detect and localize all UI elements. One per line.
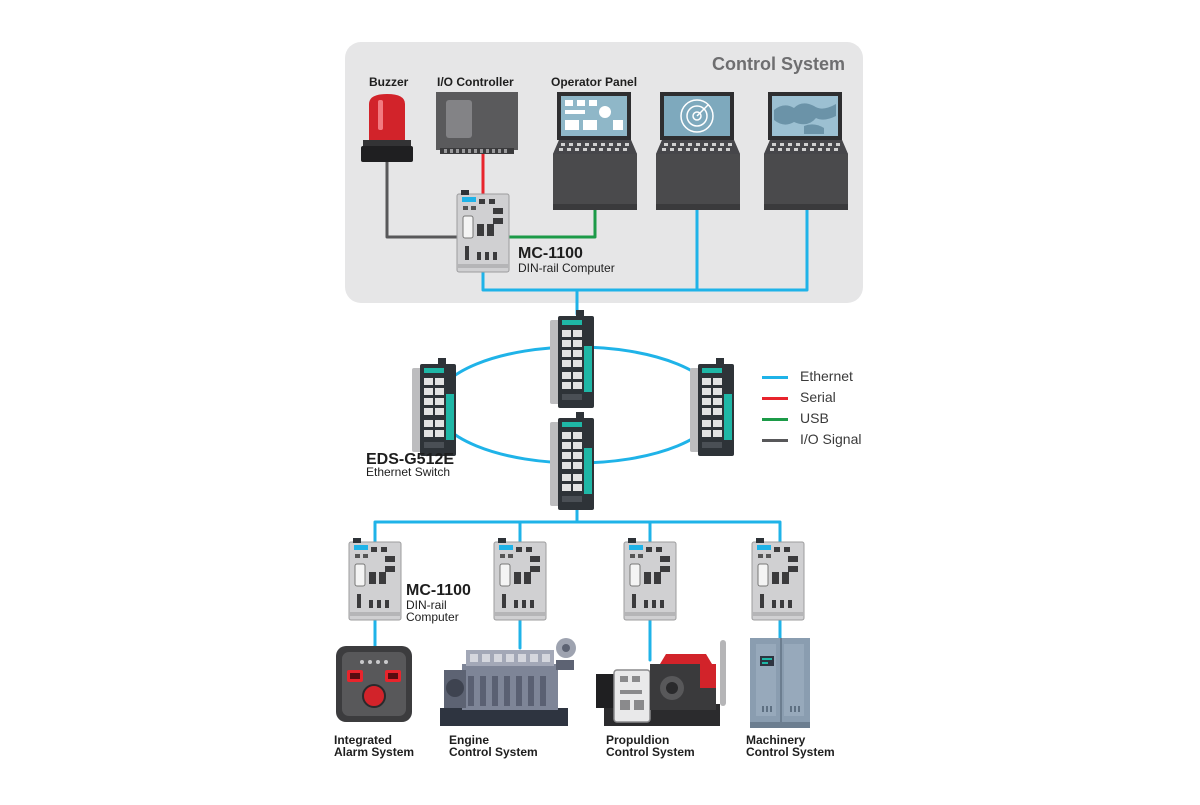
operator-panel-icon [553,92,637,210]
mc-lower-sub2: Computer [406,610,459,624]
legend-label-io-signal: I/O Signal [800,431,862,447]
operator-panel-label: Operator Panel [551,75,638,89]
mc-1100-alarm-icon [348,537,402,621]
system-label-machinery-2: Control System [746,745,835,759]
legend-swatch-io-signal [762,439,788,442]
propulsion-unit-icon [596,640,726,726]
legend-label-usb: USB [800,410,829,426]
control-system-title: Control System [711,54,845,74]
buzzer-icon [361,94,413,162]
legend-swatch-serial [762,397,788,400]
switch-right [690,358,734,456]
map-console-icon [764,92,848,210]
mc-lower-name: MC-1100 [406,582,471,599]
legend-label-serial: Serial [800,389,836,405]
mc-control-sub: DIN-rail Computer [518,261,615,275]
switch-sub: Ethernet Switch [366,465,451,479]
system-label-propulsion-1: Propuldion [606,733,670,747]
system-label-engine-1: Engine [449,733,490,747]
mc-lower-sub1: DIN-rail [406,598,447,612]
switch-name: EDS-G512E [366,451,455,468]
switch-left [412,358,456,456]
system-label-alarm-2: Alarm System [334,745,415,759]
legend-swatch-ethernet [762,376,788,379]
mc-1100-propulsion-icon [623,537,677,621]
io-controller-label: I/O Controller [437,75,514,89]
io-controller-icon [436,92,518,154]
legend-swatch-usb [762,418,788,421]
machinery-cabinet-icon [750,638,810,728]
switch-bottom [550,412,594,510]
legend-label-ethernet: Ethernet [800,368,853,384]
system-label-alarm-1: Integrated [334,733,393,747]
system-label-machinery-1: Machinery [746,733,806,747]
mc-1100-engine-icon [493,537,547,621]
engine-icon [440,638,576,726]
radar-console-icon [656,92,740,210]
mc-control-name: MC-1100 [518,245,583,262]
mc-1100-control-icon [456,189,510,273]
alarm-panel-icon [336,646,412,722]
switch-top [550,310,594,408]
mc-1100-machinery-icon [751,537,805,621]
system-label-propulsion-2: Control System [606,745,695,759]
buzzer-label: Buzzer [369,75,409,89]
system-label-engine-2: Control System [449,745,538,759]
